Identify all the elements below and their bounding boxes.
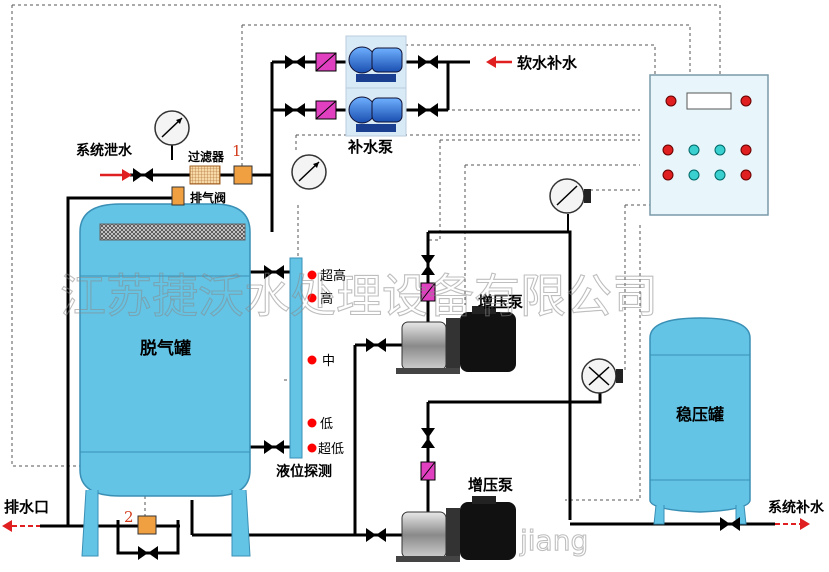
deaerator-tank: 脱气罐 bbox=[79, 203, 251, 557]
panel-button-r1 bbox=[662, 144, 674, 156]
pressure-gauge-line bbox=[291, 154, 327, 190]
valve-level-bottom bbox=[264, 440, 284, 454]
soft-water-label: 软水补水 bbox=[517, 54, 578, 72]
level-point-super-high bbox=[307, 270, 317, 280]
arrow-relief bbox=[100, 169, 132, 181]
vent-valve-label: 排气阀 bbox=[190, 190, 226, 205]
booster-pump-1 bbox=[396, 306, 516, 374]
marker-1: 1 bbox=[232, 142, 242, 160]
valve-booster1-in bbox=[366, 338, 386, 352]
valve-drain bbox=[138, 546, 158, 560]
valves bbox=[133, 55, 740, 560]
level-point-super-low bbox=[307, 443, 317, 453]
arrow-drain bbox=[2, 520, 40, 532]
drain-outlet-label: 排水口 bbox=[4, 498, 49, 516]
system-relief-label: 系统泄水 bbox=[76, 142, 133, 159]
flowmeters bbox=[315, 52, 436, 481]
control-panel bbox=[649, 74, 769, 216]
panel-button-c3 bbox=[688, 169, 700, 181]
panel-indicator-right bbox=[740, 95, 752, 107]
level-super-low-label: 超低 bbox=[318, 442, 344, 457]
level-high-label: 高 bbox=[320, 291, 333, 307]
valve-relief bbox=[133, 168, 153, 182]
level-mid-label: 中 bbox=[322, 354, 335, 369]
surge-tank: 稳压罐 bbox=[649, 317, 751, 525]
panel-button-c4 bbox=[714, 169, 726, 181]
level-super-high-label: 超高 bbox=[320, 268, 346, 284]
makeup-pump-label: 补水泵 bbox=[347, 138, 393, 156]
valve-top-right bbox=[418, 55, 438, 69]
vent-valve: 排气阀 bbox=[171, 186, 226, 206]
level-probe-label: 液位探测 bbox=[276, 463, 332, 480]
level-point-low bbox=[307, 418, 317, 428]
watermark: 江苏捷沃水处理设备有限公司 bbox=[60, 269, 658, 323]
flowmeter-booster2 bbox=[420, 461, 436, 481]
flowmeter-booster1 bbox=[420, 282, 436, 302]
valve-booster2-out bbox=[421, 428, 435, 448]
pressure-gauge-booster2 bbox=[581, 358, 623, 402]
watermark-url: jiang bbox=[519, 524, 588, 557]
arrow-system-makeup bbox=[775, 518, 810, 530]
filter: 过滤器 bbox=[188, 149, 225, 185]
valve-mid-right bbox=[418, 103, 438, 117]
level-point-mid bbox=[307, 355, 317, 365]
valve-booster2-in bbox=[366, 528, 386, 542]
valve-system-makeup bbox=[720, 517, 740, 531]
solenoid-valve-2 bbox=[137, 515, 157, 535]
deaerator-mesh bbox=[99, 223, 246, 241]
filter-label: 过滤器 bbox=[188, 149, 225, 164]
panel-display bbox=[686, 92, 732, 110]
solenoid-valve-1 bbox=[233, 165, 253, 185]
arrow-soft-water bbox=[486, 56, 512, 68]
valve-top-left bbox=[285, 55, 305, 69]
pressure-gauge-relief bbox=[154, 110, 190, 160]
pressure-gauge-booster1 bbox=[549, 178, 591, 232]
panel-indicator-left bbox=[665, 95, 677, 107]
flowmeter-mid bbox=[315, 100, 337, 120]
panel-button-r3 bbox=[662, 169, 674, 181]
level-point-high bbox=[307, 293, 317, 303]
deaerator-label: 脱气罐 bbox=[140, 338, 191, 359]
flowmeter-top bbox=[315, 52, 337, 72]
panel-button-r2 bbox=[740, 144, 752, 156]
makeup-pump-bottom bbox=[345, 87, 407, 137]
booster-pump-2 bbox=[396, 496, 516, 562]
valve-booster1-out bbox=[421, 255, 435, 275]
surge-tank-label: 稳压罐 bbox=[676, 405, 724, 424]
panel-button-c1 bbox=[688, 144, 700, 156]
panel-button-r4 bbox=[740, 169, 752, 181]
booster-pump-1-label: 增压泵 bbox=[478, 293, 523, 311]
makeup-pump-top bbox=[345, 35, 407, 89]
valve-mid-left bbox=[285, 103, 305, 117]
booster-pump-2-label: 增压泵 bbox=[468, 476, 513, 494]
level-probe: 超高 高 中 低 超低 液位探测 bbox=[276, 257, 346, 480]
marker-2: 2 bbox=[124, 508, 134, 526]
system-makeup-label: 系统补水 bbox=[768, 499, 825, 516]
level-low-label: 低 bbox=[320, 417, 333, 432]
valve-level-top bbox=[264, 265, 284, 279]
panel-button-c2 bbox=[714, 144, 726, 156]
